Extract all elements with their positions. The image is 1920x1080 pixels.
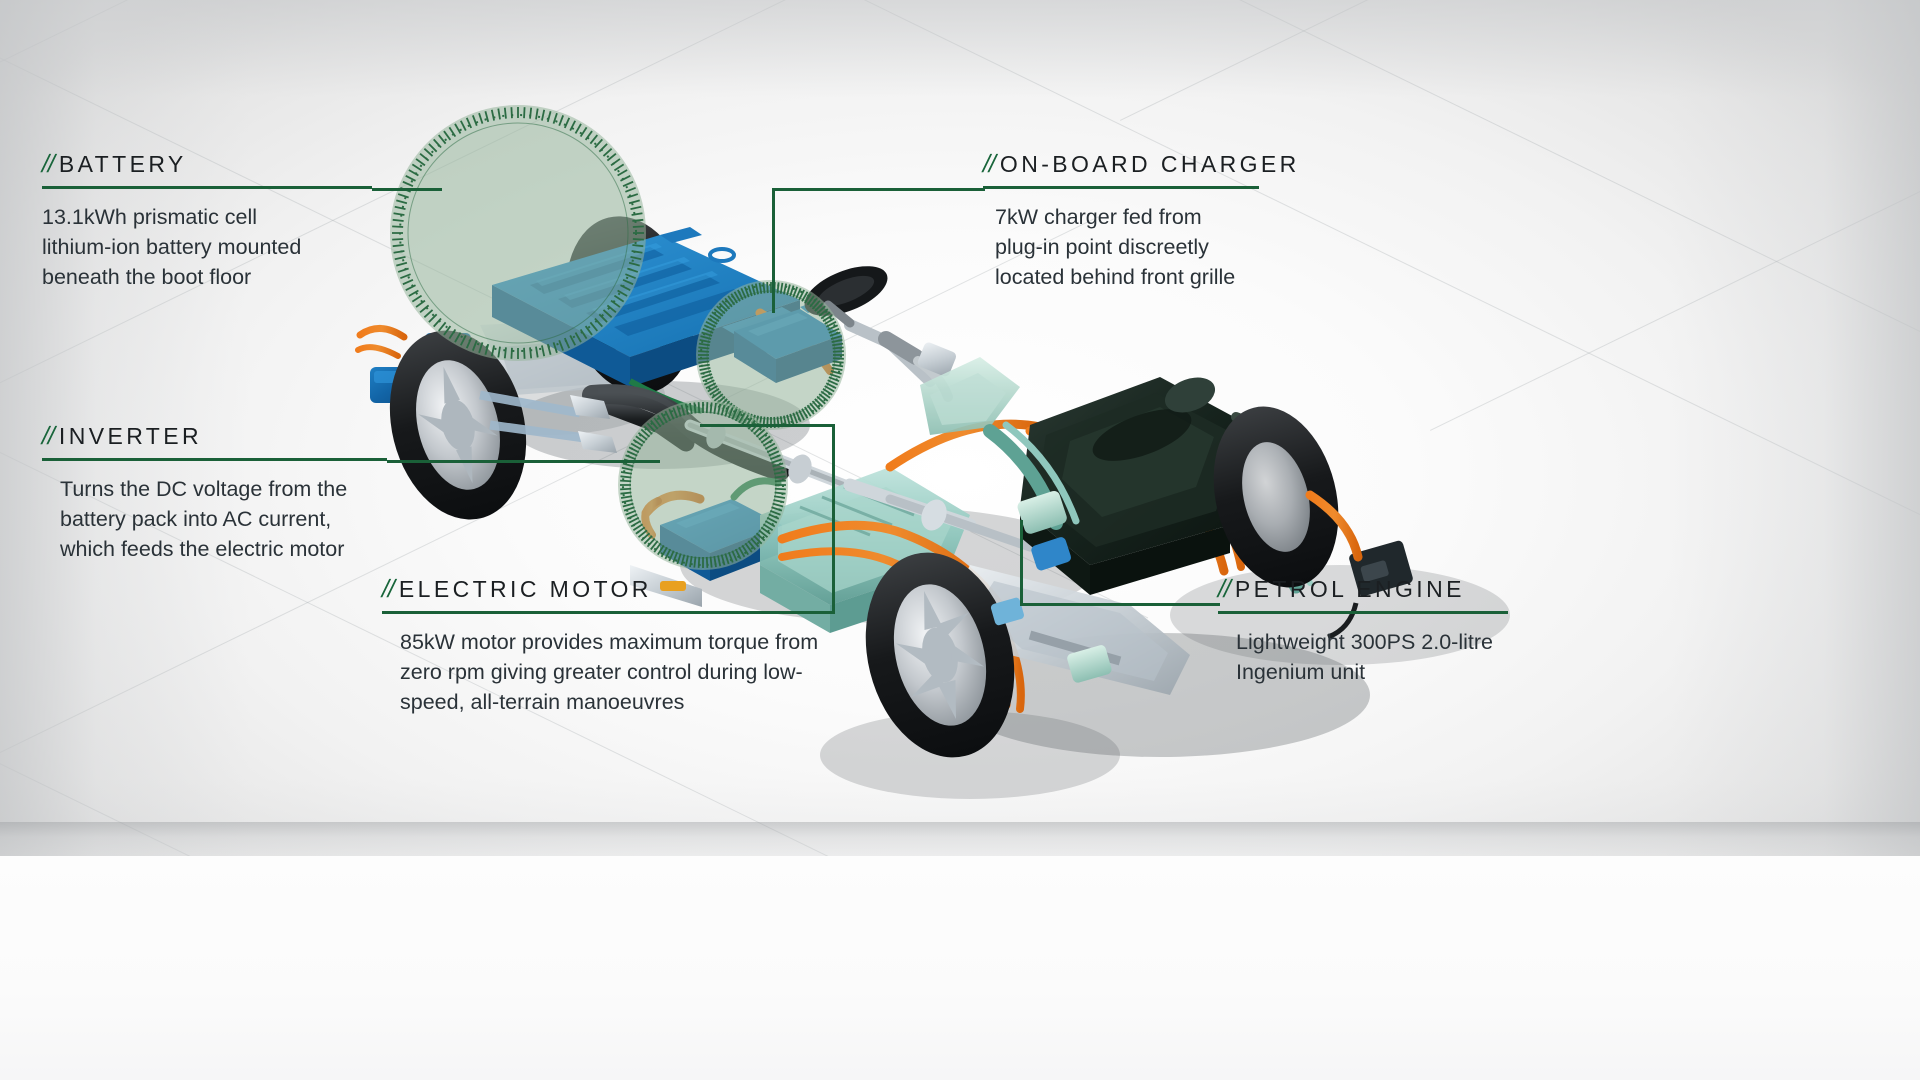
slash-marker-icon: // [39,422,57,450]
floor-horizon-band [0,822,1920,858]
callout-motor-title: ELECTRIC MOTOR [398,576,652,602]
callout-motor-line-2: zero rpm giving greater control during l… [400,659,803,684]
leader-line-motor-h [700,424,834,427]
slash-marker-icon: // [980,150,998,178]
callout-inverter: // INVERTER Turns the DC voltage from th… [39,422,442,564]
callout-engine-heading: // PETROL ENGINE [1215,575,1638,604]
callout-battery-line-1: 13.1kWh prismatic cell [42,204,258,229]
callout-inverter-title: INVERTER [58,423,202,449]
callout-battery-heading: // BATTERY [39,150,412,179]
callout-charger-title: ON-BOARD CHARGER [999,151,1300,177]
callout-motor-body: 85kW motor provides maximum torque from … [400,627,942,717]
callout-electric-motor: // ELECTRIC MOTOR 85kW motor provides ma… [379,575,942,717]
callout-charger-line-3: located behind front grille [995,264,1236,289]
callout-motor-line-3: speed, all-terrain manoeuvres [400,689,685,714]
leader-line-inverter [387,460,660,463]
leader-line-motor-v [832,424,835,614]
callout-battery-title: BATTERY [58,151,187,177]
battery-hotspot-ring: ticks [392,107,644,359]
callout-charger-body: 7kW charger fed from plug-in point discr… [995,202,1383,292]
callout-charger-heading: // ON-BOARD CHARGER [980,150,1383,179]
slash-marker-icon: // [39,150,57,178]
callout-charger-rule [983,186,1259,189]
leader-line-battery [372,188,442,191]
leader-line-charger-h [772,188,985,191]
callout-inverter-body: Turns the DC voltage from the battery pa… [60,474,442,564]
callout-inverter-line-1: Turns the DC voltage from the [60,476,348,501]
battery-hotspot[interactable]: ticks [390,105,646,361]
callout-engine-line-1: Lightweight 300PS 2.0-litre [1236,629,1493,654]
callout-engine-body: Lightweight 300PS 2.0-litre Ingenium uni… [1236,627,1638,687]
foreground-floor [0,856,1920,1080]
callout-inverter-heading: // INVERTER [39,422,442,451]
callout-inverter-line-2: battery pack into AC current, [60,506,332,531]
callout-charger-line-1: 7kW charger fed from [995,204,1202,229]
leader-line-engine-v [1020,520,1023,605]
callout-motor-line-1: 85kW motor provides maximum torque from [400,629,819,654]
callout-motor-rule [382,611,834,614]
leader-line-charger-v [772,188,775,313]
callout-engine-title: PETROL ENGINE [1234,576,1465,602]
callout-inverter-line-3: which feeds the electric motor [60,536,345,561]
callout-engine-line-2: Ingenium unit [1236,659,1366,684]
slash-marker-icon: // [379,575,397,603]
callout-battery-line-3: beneath the boot floor [42,264,252,289]
leader-line-engine [1020,603,1220,606]
callout-on-board-charger: // ON-BOARD CHARGER 7kW charger fed from… [980,150,1383,292]
callout-petrol-engine: // PETROL ENGINE Lightweight 300PS 2.0-l… [1215,575,1638,687]
callout-battery-body: 13.1kWh prismatic cell lithium-ion batte… [42,202,412,292]
slash-marker-icon: // [1215,575,1233,603]
callout-motor-heading: // ELECTRIC MOTOR [379,575,942,604]
callout-battery-rule [42,186,372,189]
callout-battery-line-2: lithium-ion battery mounted [42,234,302,259]
callout-battery: // BATTERY 13.1kWh prismatic cell lithiu… [39,150,412,292]
callout-charger-line-2: plug-in point discreetly [995,234,1209,259]
callout-inverter-rule [42,458,387,461]
callout-engine-rule [1218,611,1508,614]
